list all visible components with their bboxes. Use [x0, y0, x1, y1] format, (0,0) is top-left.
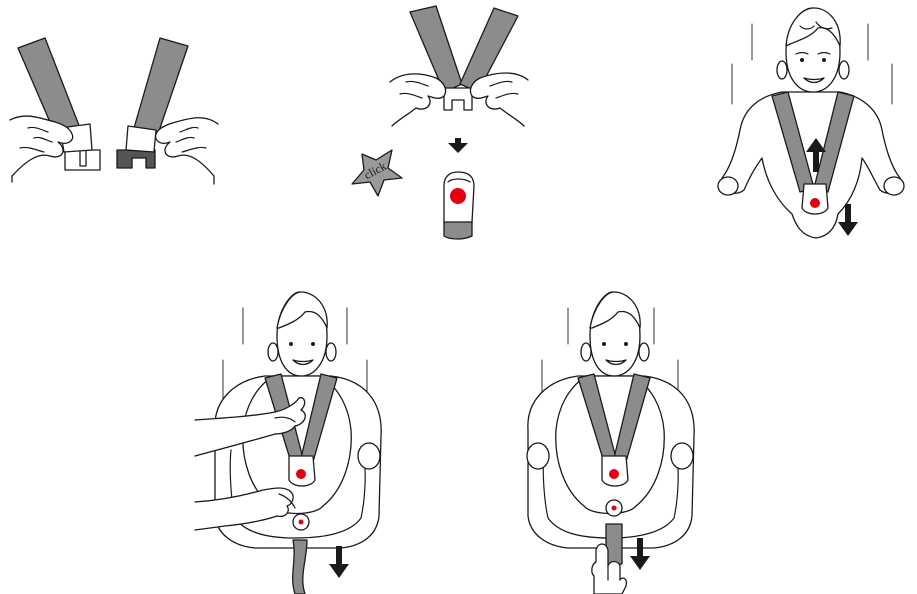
buckle-icon: [444, 172, 474, 239]
step3-fit-harness: [700, 0, 917, 250]
right-tongue-icon: [117, 126, 156, 168]
step1-separate-tongues: [0, 0, 230, 200]
left-hand-icon: [10, 116, 73, 182]
red-release-button: [609, 469, 619, 479]
red-release-button: [810, 198, 820, 208]
right-hand-icon: [470, 73, 528, 126]
star-icon: click: [352, 150, 402, 196]
red-release-button: [450, 188, 466, 204]
step2-insert-buckle: click: [340, 0, 540, 250]
step4-press-adjuster: [195, 280, 415, 594]
arrow-down-icon: [329, 546, 349, 578]
red-release-button: [296, 469, 306, 479]
arrow-down-icon: [448, 138, 468, 153]
right-hand-icon: [156, 118, 218, 184]
right-strap-icon: [134, 38, 188, 134]
step5-pull-strap: [510, 280, 710, 594]
left-hand-icon: [390, 74, 446, 126]
adjuster-strap-icon: [293, 540, 307, 594]
joined-tongue-icon: [444, 88, 472, 110]
